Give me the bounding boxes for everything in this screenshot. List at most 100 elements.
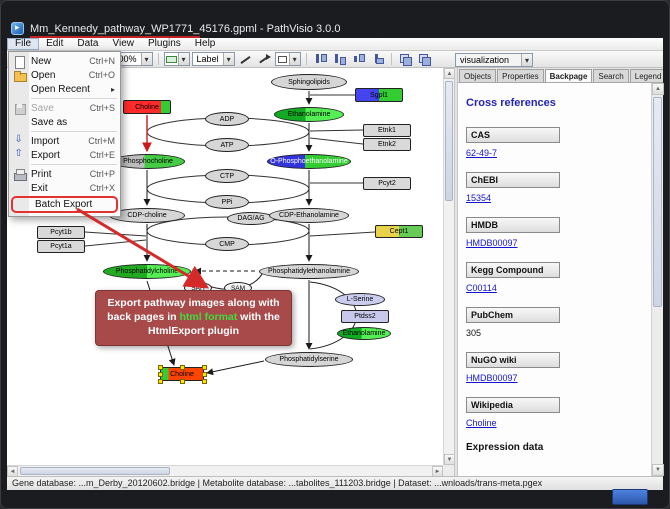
tab-backpage[interactable]: Backpage bbox=[544, 69, 593, 82]
menu-file[interactable]: File bbox=[7, 38, 40, 50]
pathway-node-ethanolamine[interactable]: Ethanolamine bbox=[274, 107, 344, 122]
tab-legend[interactable]: Legend bbox=[629, 69, 663, 82]
pathway-node-cept1[interactable]: Cept1 bbox=[375, 225, 423, 238]
pathway-node-dag-ag[interactable]: DAG/AG bbox=[227, 212, 275, 225]
selection-handle[interactable] bbox=[180, 365, 185, 370]
selection-handle[interactable] bbox=[158, 372, 163, 377]
canvas-horizontal-scrollbar[interactable]: ◄ ► bbox=[7, 465, 443, 476]
stack-vertical-button[interactable] bbox=[416, 52, 433, 67]
pathway-node-cmp[interactable]: CMP bbox=[205, 237, 249, 251]
xref-link[interactable]: 15354 bbox=[466, 193, 492, 203]
selection-handle[interactable] bbox=[180, 379, 185, 384]
print-icon-slot bbox=[9, 168, 29, 181]
xref-link[interactable]: HMDB00097 bbox=[466, 373, 518, 383]
scroll-left-icon[interactable]: ◄ bbox=[7, 466, 18, 476]
selection-handle[interactable] bbox=[202, 372, 207, 377]
scrollbar-thumb[interactable] bbox=[20, 467, 170, 475]
pathway-node-ethanolamine-2[interactable]: Ethanolamine bbox=[337, 327, 391, 340]
file-menu-item-save-as[interactable]: Save as bbox=[9, 115, 120, 129]
zoom-caret-icon[interactable] bbox=[140, 53, 152, 65]
scrollbar-corner bbox=[443, 465, 454, 476]
scrollbar-thumb[interactable] bbox=[653, 97, 662, 307]
xref-source-name: HMDB bbox=[466, 217, 560, 233]
new-shape-dropdown[interactable] bbox=[274, 52, 301, 66]
new-label-dropdown[interactable]: Label bbox=[191, 52, 235, 66]
pathway-node-pcyt1b[interactable]: Pcyt1b bbox=[37, 226, 85, 239]
menu-help[interactable]: Help bbox=[194, 38, 216, 49]
titlebar[interactable]: Mm_Kennedy_pathway_WP1771_45176.gpml - P… bbox=[0, 0, 670, 38]
tab-objects[interactable]: Objects bbox=[459, 69, 497, 82]
pathway-node-choline-selected[interactable]: Choline bbox=[158, 365, 207, 384]
pathway-node-atp[interactable]: ATP bbox=[205, 138, 249, 152]
tab-search[interactable]: Search bbox=[593, 69, 629, 82]
pathway-node-sgpl1[interactable]: Sgpl1 bbox=[355, 88, 403, 102]
xref-link[interactable]: 62-49-7 bbox=[466, 148, 498, 158]
menu-plugins[interactable]: Plugins bbox=[147, 38, 181, 49]
label-caret-icon[interactable] bbox=[222, 53, 234, 65]
scroll-up-icon[interactable]: ▲ bbox=[444, 68, 454, 79]
xref-source-name: CAS bbox=[466, 127, 560, 143]
pathway-node-ctp[interactable]: CTP bbox=[205, 169, 249, 183]
visualization-caret-icon[interactable] bbox=[521, 54, 532, 66]
scroll-right-icon[interactable]: ► bbox=[432, 466, 443, 476]
selection-handle[interactable] bbox=[202, 379, 207, 384]
node-label: Etnk1 bbox=[378, 127, 396, 134]
pathway-node-sphingolipids[interactable]: Sphingolipids bbox=[271, 74, 347, 90]
sidebar-scrollbar[interactable]: ▲ ▼ bbox=[651, 83, 664, 476]
pathway-node-phosphatidylethanolamine[interactable]: Phosphatidylethanolamine bbox=[259, 264, 359, 279]
align-top-button[interactable] bbox=[369, 52, 386, 67]
xref-link[interactable]: Choline bbox=[466, 418, 497, 428]
file-menu-item-open-recent[interactable]: Open Recent bbox=[9, 82, 120, 96]
pathway-node-etnk1[interactable]: Etnk1 bbox=[363, 124, 411, 137]
datanode-icon bbox=[165, 53, 178, 66]
stack-horizontal-button[interactable] bbox=[397, 52, 414, 67]
pathway-node-cdp-ethanolamine[interactable]: CDP-Ethanolamine bbox=[269, 208, 349, 223]
arrow-tool-button[interactable] bbox=[256, 52, 273, 67]
pathway-node-adp[interactable]: ADP bbox=[205, 112, 249, 126]
canvas-vertical-scrollbar[interactable]: ▲ ▼ bbox=[443, 68, 454, 465]
xref-source-name: Kegg Compound bbox=[466, 262, 560, 278]
selection-handle[interactable] bbox=[158, 365, 163, 370]
pathway-node-ptdss2[interactable]: Ptdss2 bbox=[341, 310, 389, 323]
tab-properties[interactable]: Properties bbox=[497, 69, 544, 82]
new-datanode-dropdown[interactable] bbox=[163, 52, 190, 66]
pathway-node-l-serine[interactable]: L-Serine bbox=[335, 293, 385, 306]
selection-handle[interactable] bbox=[202, 365, 207, 370]
align-center-button[interactable] bbox=[331, 52, 348, 67]
canvas-sidebar-splitter[interactable] bbox=[454, 68, 458, 476]
scroll-down-icon[interactable]: ▼ bbox=[652, 464, 664, 476]
pathway-node-pcyt1a[interactable]: Pcyt1a bbox=[37, 240, 85, 253]
file-menu-item-batch-export[interactable]: Batch Export bbox=[11, 196, 118, 213]
visualization-combobox[interactable]: visualization bbox=[455, 53, 533, 67]
scroll-down-icon[interactable]: ▼ bbox=[444, 454, 454, 465]
align-left-button[interactable] bbox=[312, 52, 329, 67]
pathway-node-o-phosphoethanolamine[interactable]: O-Phosphoethanolamine bbox=[267, 154, 351, 169]
align-right-button[interactable] bbox=[350, 52, 367, 67]
scroll-up-icon[interactable]: ▲ bbox=[652, 83, 664, 95]
pathway-node-ppi[interactable]: PPi bbox=[205, 195, 249, 209]
xref-link[interactable]: C00114 bbox=[466, 283, 497, 293]
file-menu-item-shortcut: Ctrl+E bbox=[89, 150, 115, 160]
pathway-node-etnk2[interactable]: Etnk2 bbox=[363, 138, 411, 151]
pathway-node-choline-top[interactable]: Choline bbox=[123, 100, 171, 114]
datanode-caret-icon[interactable] bbox=[177, 53, 189, 65]
pathway-node-pcyt2[interactable]: Pcyt2 bbox=[363, 177, 411, 190]
menu-data[interactable]: Data bbox=[77, 38, 99, 49]
xref-link[interactable]: HMDB00097 bbox=[466, 238, 518, 248]
menu-edit[interactable]: Edit bbox=[46, 38, 64, 49]
pathway-node-phosphatidylserine[interactable]: Phosphatidylserine bbox=[265, 352, 353, 367]
scrollbar-thumb[interactable] bbox=[445, 81, 453, 201]
shape-caret-icon[interactable] bbox=[288, 53, 300, 65]
pathway-node-phosphocholine[interactable]: Phosphocholine bbox=[111, 154, 185, 169]
selection-handle[interactable] bbox=[158, 379, 163, 384]
menu-view[interactable]: View bbox=[112, 38, 134, 49]
line-tool-button[interactable] bbox=[237, 52, 254, 67]
pathway-node-phosphatidylcholine[interactable]: Phosphatidylcholine bbox=[103, 264, 191, 279]
